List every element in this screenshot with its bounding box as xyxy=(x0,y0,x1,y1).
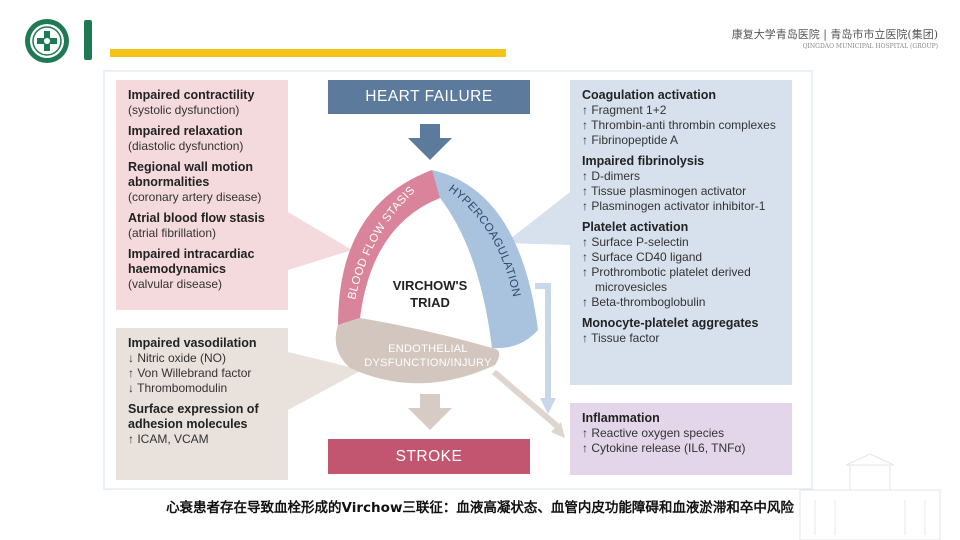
hypercoagulation-item: Monocyte-platelet aggregates ↑ Tissue fa… xyxy=(582,316,759,345)
hypercoagulation-arm xyxy=(432,170,538,349)
stroke-arrow xyxy=(408,394,452,430)
stroke-box: STROKE xyxy=(328,439,530,474)
hyper-to-inflammation-arrowhead xyxy=(540,398,556,414)
heart-failure-arrow xyxy=(408,124,452,160)
stasis-wedge xyxy=(288,212,352,270)
inflammation-panel: Inflammation ↑ Reactive oxygen species ↑… xyxy=(570,403,792,475)
hypercoagulation-item: Platelet activation ↑ Surface P-selectin… xyxy=(582,220,751,309)
endothelial-arm xyxy=(335,318,500,384)
endothelial-wedge xyxy=(288,352,362,410)
heart-failure-box: HEART FAILURE xyxy=(328,80,530,114)
hypercoagulation-panel: Coagulation activation ↑ Fragment 1+2 ↑ … xyxy=(570,80,792,385)
endothelial-label-line2: DYSFUNCTION/INJURY xyxy=(364,357,492,369)
stasis-item: Impaired intracardiac haemodynamics (val… xyxy=(128,247,255,291)
hyper-to-inflammation-line xyxy=(535,283,551,400)
endo-to-inflammation-line xyxy=(492,369,559,429)
stasis-item: Regional wall motion abnormalities (coro… xyxy=(128,160,262,204)
inflammation-item: Inflammation ↑ Reactive oxygen species ↑… xyxy=(582,411,746,455)
stasis-item: Impaired contractility (systolic dysfunc… xyxy=(128,88,255,117)
endothelial-item: Surface expression of adhesion molecules… xyxy=(128,402,259,446)
endo-to-inflammation-arrowhead xyxy=(551,422,565,438)
header-yellow-bar xyxy=(110,49,506,57)
hypercoagulation-item: Coagulation activation ↑ Fragment 1+2 ↑ … xyxy=(582,88,776,147)
endothelial-causes-panel: Impaired vasodilation ↓ Nitric oxide (NO… xyxy=(116,328,288,480)
figure-caption: 心衰患者存在导致血栓形成的Virchow三联征：血液高凝状态、血管内皮功能障碍和… xyxy=(166,500,794,516)
hypercoagulation-item: Impaired fibrinolysis ↑ D-dimers ↑ Tissu… xyxy=(582,154,766,213)
stasis-causes-panel: Impaired contractility (systolic dysfunc… xyxy=(116,80,288,310)
stasis-item: Impaired relaxation (diastolic dysfuncti… xyxy=(128,124,244,153)
hospital-logo xyxy=(25,19,69,63)
triad-title-line1: VIRCHOW'S xyxy=(393,278,468,293)
building-watermark xyxy=(799,453,941,540)
endothelial-label-line1: ENDOTHELIAL xyxy=(388,343,468,355)
triad-title-line2: TRIAD xyxy=(410,295,450,310)
hyper-wedge xyxy=(505,192,570,245)
hospital-name: 康复大学青岛医院 | 青岛市市立医院(集团) QINGDAO MUNICIPAL… xyxy=(731,28,938,50)
header-green-bar xyxy=(84,20,92,60)
hospital-subtitle: QINGDAO MUNICIPAL HOSPITAL (GROUP) xyxy=(802,43,938,50)
virchow-triad-diagram: BLOOD FLOW STASIS HYPERCOAGULATION VIRCH… xyxy=(335,170,538,384)
stasis-item: Atrial blood flow stasis (atrial fibrill… xyxy=(128,211,265,240)
endothelial-item: Impaired vasodilation ↓ Nitric oxide (NO… xyxy=(128,336,257,395)
stasis-arm xyxy=(338,170,440,325)
